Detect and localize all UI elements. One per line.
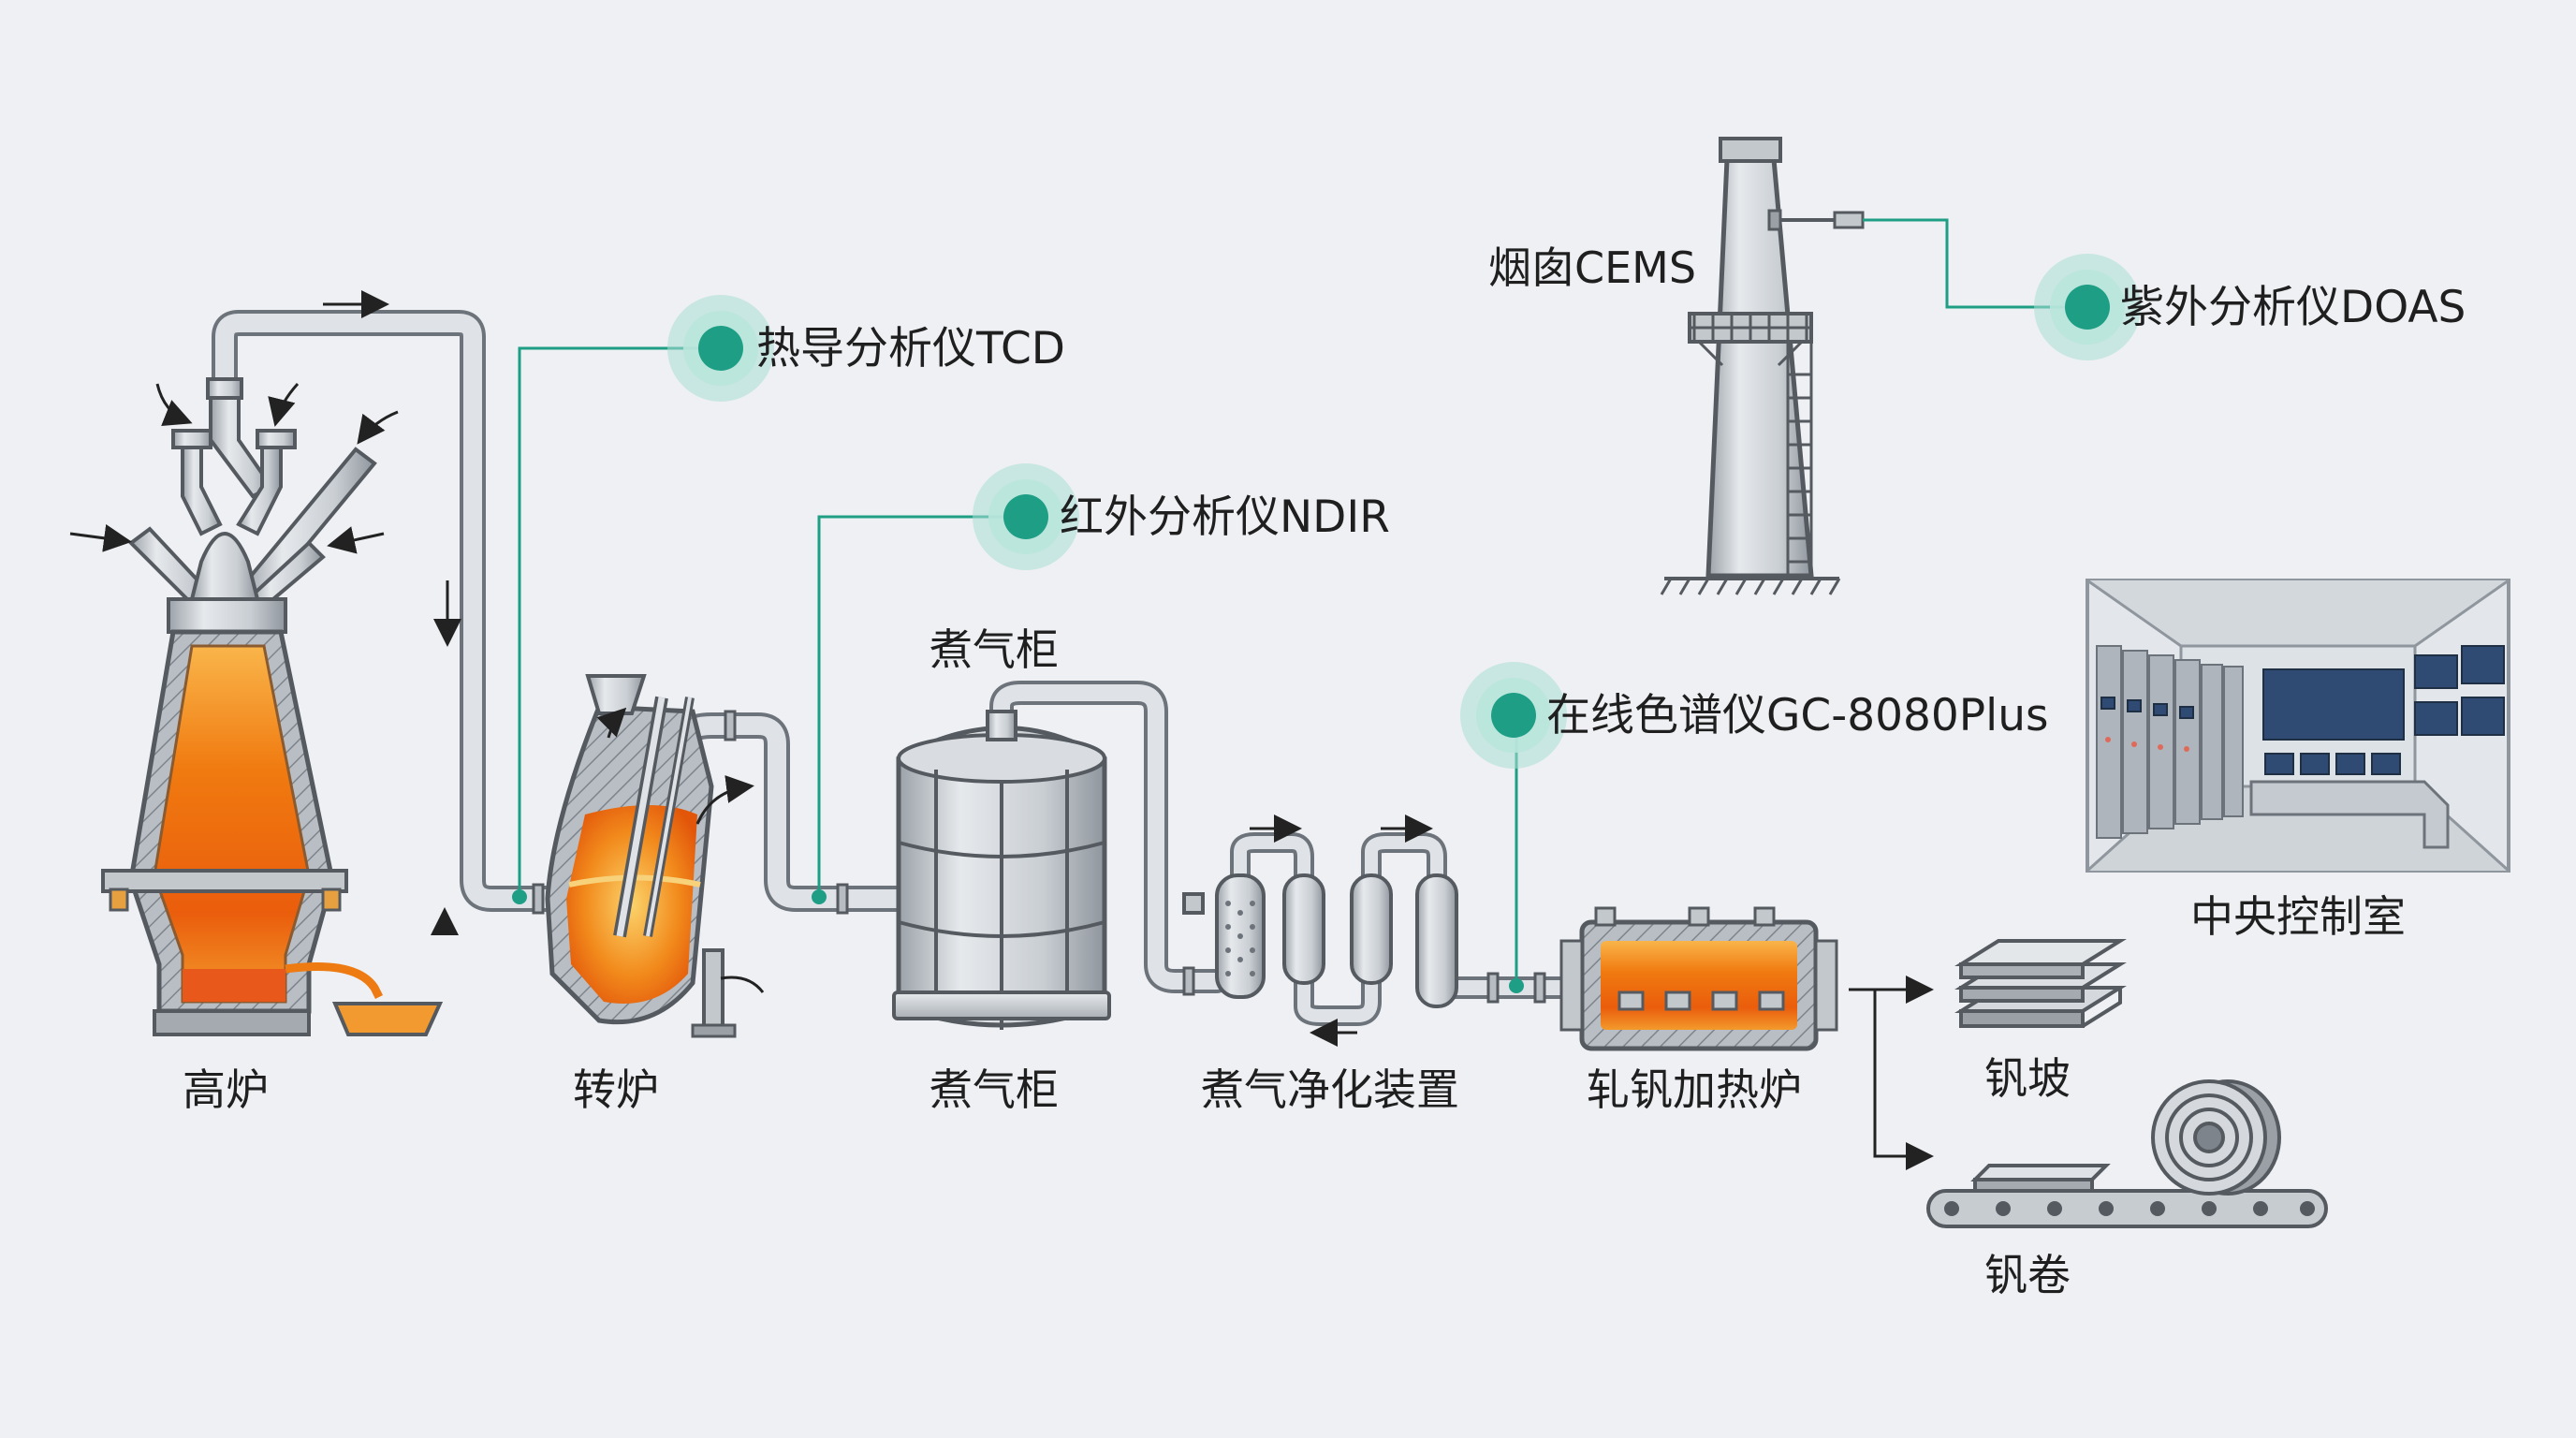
converter-label: 转炉 [573, 1064, 659, 1115]
reheating-furnace-label: 轧钒加热炉 [1587, 1064, 1802, 1115]
gas-holder-label: 煮气柜 [929, 1064, 1059, 1115]
product-arrows [1849, 976, 1934, 1170]
blast-furnace [69, 377, 459, 1036]
control-room-label: 中央控制室 [2190, 891, 2406, 942]
gas-holder [892, 710, 1111, 1030]
reheating-furnace [1559, 906, 1838, 1051]
gas-holder-top-label: 煮气柜 [929, 624, 1059, 675]
converter [545, 674, 765, 1038]
chimney [1660, 137, 1865, 595]
doas-node-icon[interactable] [2034, 254, 2141, 360]
gas-cleaning-label: 煮气净化装置 [1201, 1064, 1459, 1115]
ndir-node-icon[interactable] [973, 463, 1079, 570]
chimney-cems-label: 烟囱CEMS [1488, 242, 1696, 293]
pipe-flanges [532, 710, 1546, 1004]
scrubber-dots [1225, 901, 1255, 976]
slab-label: 钒坡 [1984, 1053, 2071, 1104]
gas-cleaning-unit [1182, 873, 1458, 1008]
gc-analyzer-label: 在线色谱仪GC-8080Plus [1546, 690, 2048, 741]
gc-node-icon[interactable] [1460, 662, 1567, 769]
doas-analyzer-label: 紫外分析仪DOAS [2120, 282, 2466, 333]
ndir-analyzer-label: 红外分析仪NDIR [1060, 492, 1390, 543]
tcd-analyzer-label: 热导分析仪TCD [756, 323, 1065, 374]
blast-furnace-label: 高炉 [183, 1064, 269, 1115]
tcd-node-icon[interactable] [667, 295, 774, 402]
control-room [2086, 579, 2510, 873]
flow-arrows [323, 290, 1433, 1047]
steel-slabs [1954, 939, 2127, 1028]
connector-joints [512, 889, 1524, 993]
coil-conveyor [1926, 1079, 2328, 1228]
coil-label: 钒卷 [1984, 1250, 2071, 1300]
